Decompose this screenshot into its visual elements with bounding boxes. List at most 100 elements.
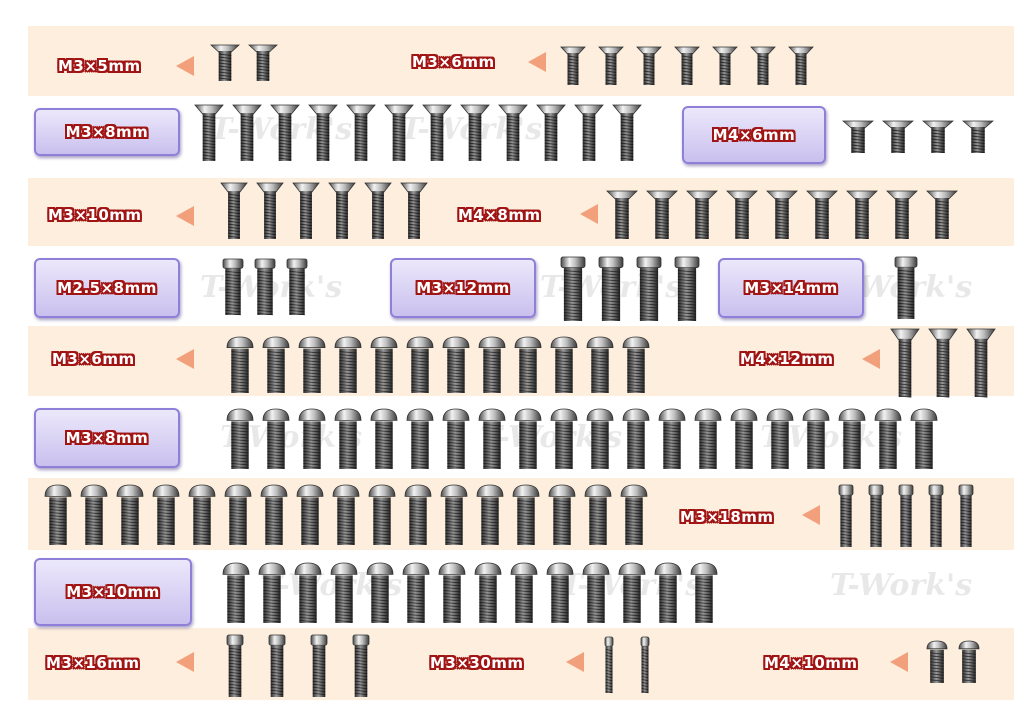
- button-head-screw-icon: [874, 408, 902, 469]
- flat-head-screw-icon: [922, 120, 954, 153]
- button-head-screw-icon: [402, 562, 430, 623]
- button-head-screw-icon: [226, 408, 254, 469]
- pointer-arrow-icon: [862, 349, 880, 369]
- button-head-screw-icon: [690, 562, 718, 623]
- size-label-m4x12: M4×12mm: [740, 350, 834, 368]
- button-head-screw-icon: [478, 408, 506, 469]
- flat-head-screw-icon: [220, 182, 248, 239]
- flat-head-screw-icon: [928, 328, 958, 398]
- button-head-screw-icon: [440, 484, 468, 545]
- button-head-screw-icon: [406, 408, 434, 469]
- button-head-screw-icon: [116, 484, 144, 545]
- screw-group-m3x6-flat: [560, 46, 814, 86]
- flat-head-screw-icon: [460, 104, 490, 161]
- button-head-screw-icon: [330, 562, 358, 623]
- button-head-screw-icon: [620, 484, 648, 545]
- pointer-arrow-icon: [176, 206, 194, 226]
- button-head-screw-icon: [222, 562, 250, 623]
- size-label-m4x6: M4×6mm: [712, 126, 796, 144]
- flat-head-screw-icon: [636, 46, 662, 85]
- screw-group-m3x18: [838, 484, 974, 548]
- flat-head-screw-icon: [890, 328, 920, 398]
- button-head-screw-icon: [294, 562, 322, 623]
- size-label-m2-5x8: M2.5×8mm: [57, 279, 157, 297]
- button-head-screw-icon: [622, 336, 650, 393]
- flat-head-screw-icon: [788, 46, 814, 85]
- cap-head-screw-icon: [868, 484, 884, 547]
- flat-head-screw-icon: [712, 46, 738, 85]
- button-head-screw-icon: [550, 408, 578, 469]
- button-head-screw-icon: [658, 408, 686, 469]
- button-head-screw-icon: [258, 562, 286, 623]
- flat-head-screw-icon: [560, 46, 586, 85]
- pointer-arrow-icon: [176, 652, 194, 672]
- button-head-screw-icon: [334, 408, 362, 469]
- button-head-screw-icon: [958, 640, 980, 683]
- screw-group-m3x8-button-cont: [44, 484, 648, 546]
- button-head-screw-icon: [368, 484, 396, 545]
- screw-group-m3x10-button: [222, 562, 718, 624]
- screw-group-m4x10: [926, 640, 980, 684]
- size-label-m3x14: M3×14mm: [744, 279, 838, 297]
- button-head-screw-icon: [654, 562, 682, 623]
- size-label-m4x10: M4×10mm: [764, 654, 858, 672]
- screw-group-m3x14: [894, 256, 918, 320]
- button-head-screw-icon: [514, 408, 542, 469]
- cap-head-screw-icon: [560, 256, 586, 321]
- size-label-m3x10-flat: M3×10mm: [48, 206, 142, 224]
- button-head-screw-icon: [618, 562, 646, 623]
- button-head-screw-icon: [478, 336, 506, 393]
- button-head-screw-icon: [694, 408, 722, 469]
- button-head-screw-icon: [910, 408, 938, 469]
- flat-head-screw-icon: [574, 104, 604, 161]
- button-head-screw-icon: [226, 336, 254, 393]
- flat-head-screw-icon: [232, 104, 262, 161]
- flat-head-screw-icon: [598, 46, 624, 85]
- flat-head-screw-icon: [612, 104, 642, 161]
- size-label-m3x10-button: M3×10mm: [66, 583, 160, 601]
- flat-head-screw-icon: [674, 46, 700, 85]
- flat-head-screw-icon: [842, 120, 874, 153]
- button-head-screw-icon: [332, 484, 360, 545]
- button-head-screw-icon: [370, 408, 398, 469]
- button-head-screw-icon: [548, 484, 576, 545]
- size-label-box-m4x6: M4×6mm: [682, 106, 826, 164]
- button-head-screw-icon: [404, 484, 432, 545]
- button-head-screw-icon: [296, 484, 324, 545]
- button-head-screw-icon: [262, 408, 290, 469]
- size-label-m3x5: M3×5mm: [58, 57, 141, 75]
- flat-head-screw-icon: [646, 190, 678, 239]
- screw-group-m3x16: [226, 634, 370, 698]
- cap-head-screw-icon: [598, 256, 624, 321]
- screw-group-m2-5x8: [222, 258, 308, 316]
- screw-group-m3x12: [560, 256, 700, 322]
- flat-head-screw-icon: [882, 120, 914, 153]
- button-head-screw-icon: [802, 408, 830, 469]
- cap-head-screw-icon: [604, 636, 614, 694]
- button-head-screw-icon: [514, 336, 542, 393]
- button-head-screw-icon: [582, 562, 610, 623]
- flat-head-screw-icon: [270, 104, 300, 161]
- size-label-m4x8: M4×8mm: [458, 206, 541, 224]
- button-head-screw-icon: [586, 408, 614, 469]
- flat-head-screw-icon: [210, 44, 240, 81]
- size-label-m3x8-button: M3×8mm: [65, 429, 149, 447]
- cap-head-screw-icon: [674, 256, 700, 321]
- flat-head-screw-icon: [606, 190, 638, 239]
- button-head-screw-icon: [550, 336, 578, 393]
- button-head-screw-icon: [442, 408, 470, 469]
- cap-head-screw-icon: [928, 484, 944, 547]
- size-label-m3x18: M3×18mm: [680, 508, 774, 526]
- cap-head-screw-icon: [310, 634, 328, 697]
- cap-head-screw-icon: [894, 256, 918, 319]
- button-head-screw-icon: [546, 562, 574, 623]
- button-head-screw-icon: [766, 408, 794, 469]
- pointer-arrow-icon: [890, 652, 908, 672]
- cap-head-screw-icon: [222, 258, 244, 316]
- pointer-arrow-icon: [176, 56, 194, 76]
- size-label-m3x6-button: M3×6mm: [52, 350, 135, 368]
- cap-head-screw-icon: [226, 634, 244, 697]
- flat-head-screw-icon: [962, 120, 994, 153]
- button-head-screw-icon: [188, 484, 216, 545]
- button-head-screw-icon: [224, 484, 252, 545]
